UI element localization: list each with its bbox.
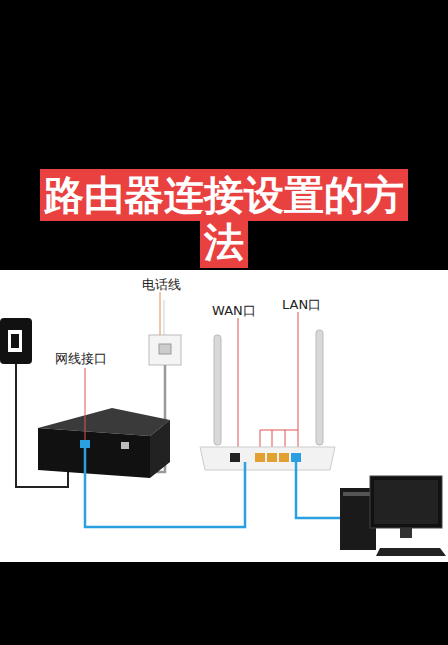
callout-label: 网线接口 — [55, 350, 107, 368]
socket-plate — [8, 330, 22, 352]
router-body — [200, 447, 335, 470]
monitor — [370, 476, 442, 528]
socket-hole — [11, 334, 19, 348]
screen — [374, 480, 438, 524]
callout-label: LAN口 — [282, 296, 321, 314]
monitor-stand — [400, 528, 412, 538]
modem-side — [150, 420, 170, 478]
network-cable — [296, 462, 345, 518]
antenna — [214, 335, 221, 445]
wan-port — [230, 453, 240, 462]
modem-port — [80, 440, 90, 448]
white-panel — [0, 270, 448, 562]
pc-drive — [343, 492, 373, 496]
callout-label: 电话线 — [142, 276, 181, 294]
lan-port — [291, 453, 301, 462]
leader-line — [160, 292, 161, 335]
lan-port — [267, 453, 277, 462]
keyboard — [376, 548, 446, 556]
callout-label: WAN口 — [212, 302, 256, 320]
leader-line — [298, 312, 299, 430]
lan-port — [279, 453, 289, 462]
jack-port — [159, 344, 171, 354]
lan-port — [255, 453, 265, 462]
title-text: 路由器连接设置的方法 — [40, 169, 408, 268]
leader-line — [238, 318, 239, 452]
antenna — [316, 330, 323, 445]
modem-phone-port — [121, 442, 129, 449]
network-cable — [85, 448, 245, 527]
wall-socket — [0, 318, 32, 364]
wall-line — [164, 300, 165, 335]
title-band: 路由器连接设置的方法 — [34, 172, 414, 266]
phone-jack — [149, 335, 181, 365]
modem-front — [38, 428, 150, 478]
leader-line — [85, 368, 86, 440]
